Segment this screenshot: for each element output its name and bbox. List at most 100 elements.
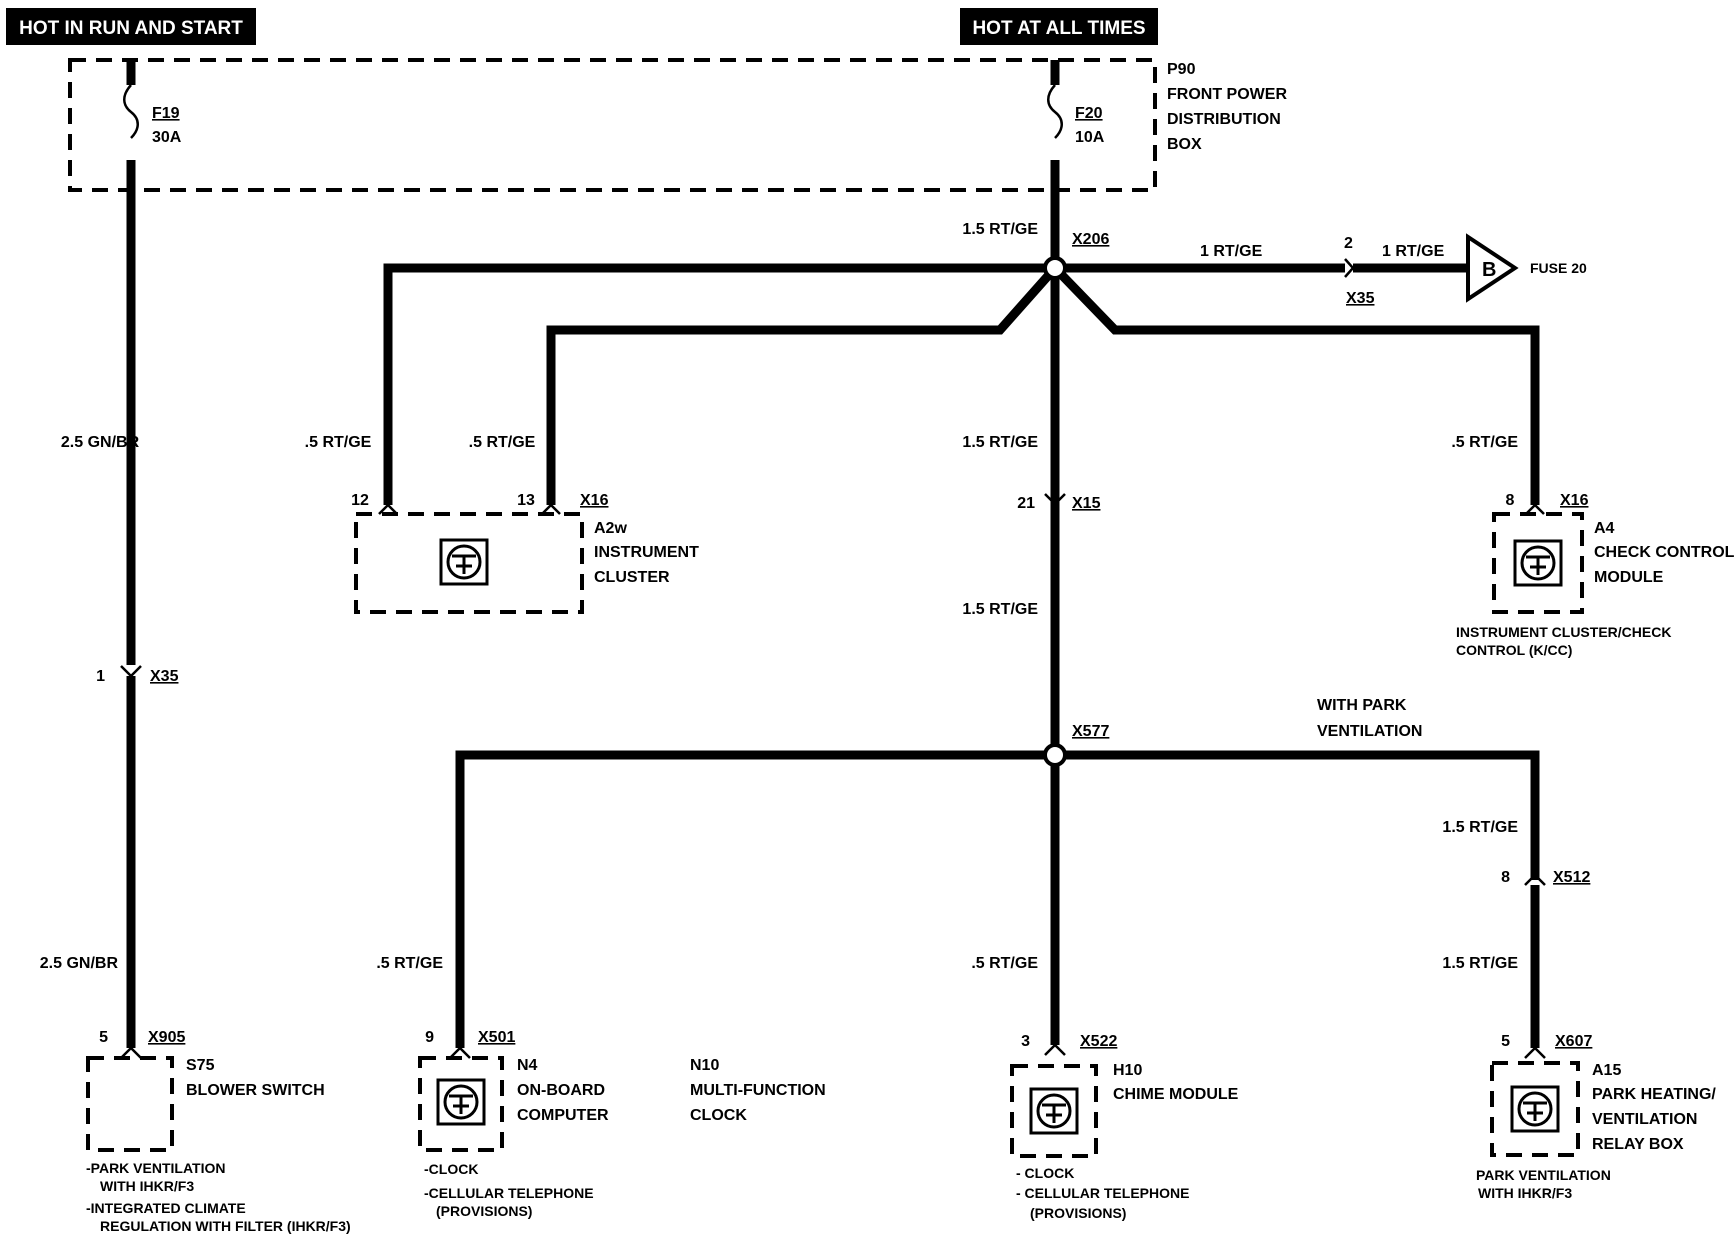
x16-a2w-label: X16 (580, 492, 609, 509)
check-control-box (1492, 512, 1584, 614)
fuse-f20-id: F20 (1075, 105, 1103, 122)
x15-pin: 21 (1017, 495, 1035, 512)
fuse-ref-letter: B (1482, 259, 1496, 281)
n4-line-1: ON-BOARD (517, 1082, 605, 1099)
a15-note-1: PARK VENTILATION (1476, 1167, 1611, 1183)
n10-line-1: MULTI-FUNCTION (690, 1082, 826, 1099)
x905-pin: 5 (99, 1029, 108, 1046)
s75-note-3: -INTEGRATED CLIMATE (86, 1200, 246, 1216)
instrument-cluster-box (354, 512, 584, 614)
x35-left-pin: 1 (96, 668, 105, 685)
n4-note-1: -CLOCK (424, 1161, 478, 1177)
wire-label-1-5-mid: 1.5 RT/GE (962, 434, 1038, 451)
x607-pin: 5 (1501, 1033, 1510, 1050)
wire-label-1-5-pv1: 1.5 RT/GE (1442, 819, 1518, 836)
wire-label-05-h10: .5 RT/GE (971, 955, 1038, 972)
h10-note-3: (PROVISIONS) (1030, 1205, 1126, 1221)
header-run-start-text: HOT IN RUN AND START (19, 18, 243, 39)
a4-line-1: CHECK CONTROL (1594, 544, 1734, 561)
n10-id: N10 (690, 1057, 719, 1074)
a4-note-2: CONTROL (K/CC) (1456, 642, 1572, 658)
module-icon (1510, 1085, 1560, 1133)
x905-label: X905 (148, 1029, 185, 1046)
wire-label-1-rt-b: 1 RT/GE (1382, 243, 1445, 260)
x512-label: X512 (1553, 869, 1590, 886)
splice-icon (1043, 743, 1067, 767)
wire-label-05-left1: .5 RT/GE (305, 434, 372, 451)
p90-name-3: BOX (1167, 136, 1202, 153)
header-hot-in-run-start: HOT IN RUN AND START (6, 8, 256, 45)
s75-id: S75 (186, 1057, 215, 1074)
n4-note-2: -CELLULAR TELEPHONE (424, 1185, 594, 1201)
wire-label-1-rt-a: 1 RT/GE (1200, 243, 1263, 260)
chime-module-box (1010, 1064, 1098, 1158)
x35-top-pin: 2 (1344, 235, 1353, 252)
p90-name-2: DISTRIBUTION (1167, 111, 1281, 128)
h10-note-1: - CLOCK (1016, 1165, 1074, 1181)
fuse-icon (1047, 84, 1063, 139)
h10-note-2: - CELLULAR TELEPHONE (1016, 1185, 1189, 1201)
x16-a4-pin: 8 (1506, 492, 1515, 509)
x607-label: X607 (1555, 1033, 1592, 1050)
a2w-line-2: CLUSTER (594, 569, 670, 586)
p90-id: P90 (1167, 61, 1196, 78)
a4-note-1: INSTRUMENT CLUSTER/CHECK (1456, 624, 1671, 640)
x35-top-label: X35 (1346, 290, 1375, 307)
splice-icon (1043, 256, 1067, 280)
x16-pin-12: 12 (351, 492, 369, 509)
a4-line-2: MODULE (1594, 569, 1664, 586)
x15-label: X15 (1072, 495, 1101, 512)
a15-line-3: RELAY BOX (1592, 1136, 1684, 1153)
connector-icon (378, 503, 561, 515)
wire-label-05-left2: .5 RT/GE (469, 434, 536, 451)
a4-id: A4 (1594, 520, 1615, 537)
wire-label-1-5-pv2: 1.5 RT/GE (1442, 955, 1518, 972)
fuse-f20-rating: 10A (1075, 129, 1105, 146)
blower-switch-box (86, 1056, 174, 1152)
x512-pin: 8 (1501, 869, 1510, 886)
x522-pin: 3 (1021, 1033, 1030, 1050)
splice-x206-label: X206 (1072, 231, 1109, 248)
s75-note-2: WITH IHKR/F3 (100, 1178, 194, 1194)
splice-x577-label: X577 (1072, 723, 1109, 740)
power-distribution-box (68, 58, 1157, 192)
header-hot-at-all-times: HOT AT ALL TIMES (960, 8, 1158, 45)
fuse-f19-rating: 30A (152, 129, 182, 146)
reference-arrow-icon: B (1466, 233, 1519, 303)
fuse-f19-id: F19 (152, 105, 180, 122)
module-icon (1513, 539, 1563, 587)
s75-note-1: -PARK VENTILATION (86, 1160, 225, 1176)
wire-label-1-5-top: 1.5 RT/GE (962, 221, 1038, 238)
wire-label-2-5-bot: 2.5 GN/BR (40, 955, 119, 972)
wire-label-2-5-top: 2.5 GN/BR (61, 434, 140, 451)
s75-line-1: BLOWER SWITCH (186, 1082, 325, 1099)
n4-id: N4 (517, 1057, 538, 1074)
module-icon (436, 1078, 486, 1126)
s75-note-4: REGULATION WITH FILTER (IHKR/F3) (100, 1218, 351, 1234)
wire-label-05-n4: .5 RT/GE (376, 955, 443, 972)
h10-line-1: CHIME MODULE (1113, 1086, 1239, 1103)
on-board-computer-box (418, 1056, 504, 1152)
park-vent-option-1: WITH PARK (1317, 697, 1407, 714)
park-heating-relay-box (1490, 1061, 1580, 1157)
x522-label: X522 (1080, 1033, 1117, 1050)
n10-line-2: CLOCK (690, 1107, 747, 1124)
x501-label: X501 (478, 1029, 515, 1046)
n4-note-3: (PROVISIONS) (436, 1203, 532, 1219)
x501-pin: 9 (425, 1029, 434, 1046)
a15-id: A15 (1592, 1062, 1621, 1079)
module-icon (1029, 1087, 1079, 1135)
x16-pin-13: 13 (517, 492, 535, 509)
a15-line-1: PARK HEATING/ (1592, 1086, 1716, 1103)
park-vent-option-2: VENTILATION (1317, 723, 1422, 740)
wire-label-1-5-low: 1.5 RT/GE (962, 601, 1038, 618)
x16-a4-label: X16 (1560, 492, 1589, 509)
a15-note-2: WITH IHKR/F3 (1478, 1185, 1572, 1201)
a2w-line-1: INSTRUMENT (594, 544, 699, 561)
a15-line-2: VENTILATION (1592, 1111, 1697, 1128)
fuse-icon (123, 84, 139, 139)
a2w-id: A2w (594, 520, 627, 537)
h10-id: H10 (1113, 1062, 1142, 1079)
p90-name-1: FRONT POWER (1167, 86, 1287, 103)
